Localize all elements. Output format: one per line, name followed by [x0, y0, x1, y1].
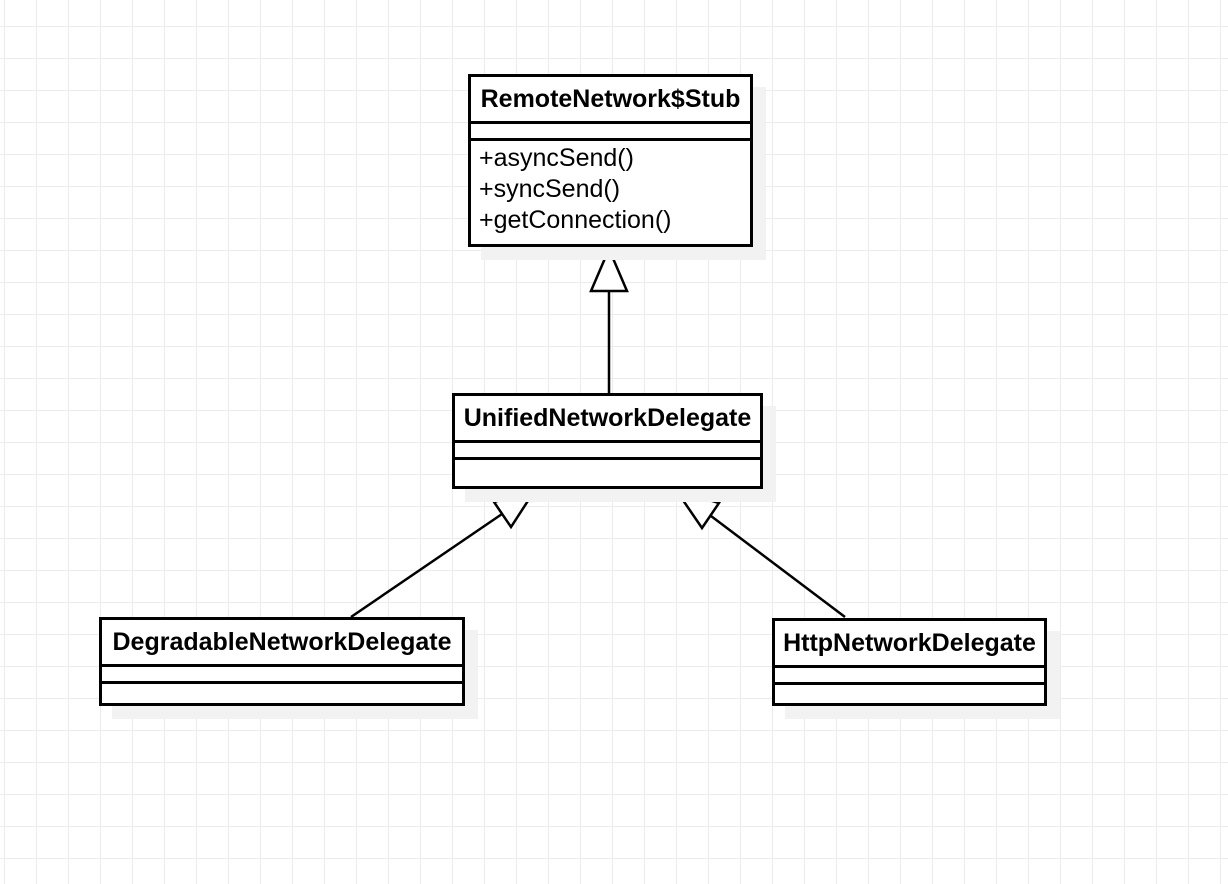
hollow-triangle-arrowhead: [589, 245, 629, 293]
generalization-arrow-http-to-unified[interactable]: [672, 487, 846, 618]
class-methods-section: [775, 685, 1044, 703]
arrow-shaft: [350, 512, 503, 619]
generalization-arrow-unified-to-remotestub[interactable]: [589, 245, 629, 394]
class-box-degradablenetworkdelegate[interactable]: DegradableNetworkDelegate: [99, 617, 465, 706]
class-name: DegradableNetworkDelegate: [102, 620, 462, 667]
class-attributes-section: [102, 667, 462, 684]
class-name: HttpNetworkDelegate: [775, 621, 1044, 668]
method-label: +getConnection(): [479, 206, 672, 234]
hollow-triangle-arrowhead: [672, 487, 721, 531]
class-box-httpnetworkdelegate[interactable]: HttpNetworkDelegate: [772, 618, 1047, 706]
class-attributes-section: [455, 443, 760, 460]
class-name: RemoteNetwork$Stub: [471, 77, 750, 124]
arrow-shaft: [710, 515, 846, 618]
class-attributes-section: [775, 668, 1044, 685]
class-name: UnifiedNetworkDelegate: [455, 396, 760, 443]
method-label: +asyncSend(): [479, 144, 634, 172]
class-box-remotenetwork-stub[interactable]: RemoteNetwork$Stub +asyncSend() +syncSen…: [468, 74, 753, 247]
class-methods-section: [102, 684, 462, 703]
hollow-triangle-arrowhead: [492, 487, 538, 530]
class-attributes-section: [471, 124, 750, 141]
generalization-arrow-degradable-to-unified[interactable]: [350, 487, 538, 619]
class-box-unifiednetworkdelegate[interactable]: UnifiedNetworkDelegate: [452, 393, 763, 489]
class-methods-section: [455, 460, 760, 486]
method-label: +syncSend(): [479, 175, 621, 203]
class-methods-section: +asyncSend() +syncSend() +getConnection(…: [471, 141, 750, 244]
